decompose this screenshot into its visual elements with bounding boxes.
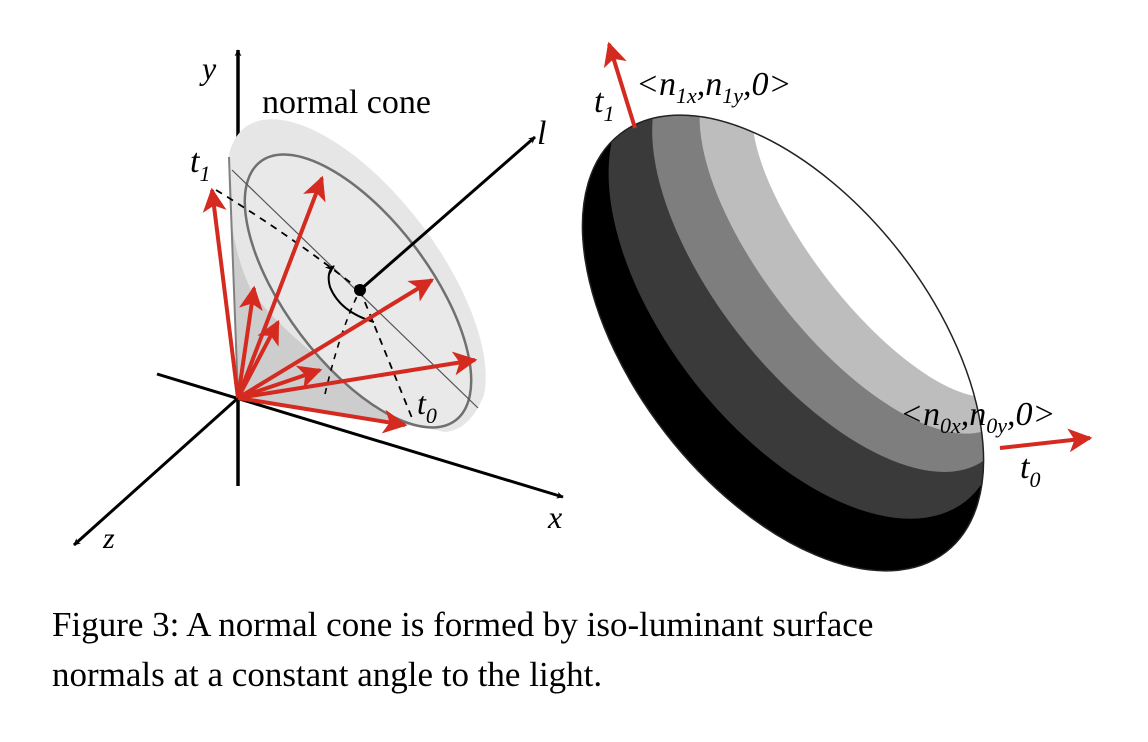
rotation-arrow [324,265,375,323]
normal-vector [237,351,478,400]
normal-vector [236,278,435,400]
x-axis [156,372,564,499]
normal-vectors [202,175,478,434]
normal-vector [236,285,263,399]
l-axis [359,135,536,292]
caption-line-2: normals at a constant angle to the light… [52,655,603,694]
cone-side-edge [228,156,239,399]
cone-label: normal cone [262,84,431,121]
t1-label-right: t1 [594,83,614,126]
ellipsoid-outline [581,114,985,572]
cone-shadow [228,160,420,427]
normal-vector [237,365,323,400]
n0-label: <n0x,n0y,0> [900,396,1055,438]
t0-vector [999,428,1093,453]
normal-vector [236,175,326,399]
cone-dashed-radius-2 [359,289,413,419]
t0-label-right: t0 [1020,449,1040,492]
cone-center-dot [354,284,366,296]
x-axis-label: x [547,499,562,535]
z-axis [72,396,240,547]
normal-cone-panel: normal cone y l x z t1 t0 [72,49,564,555]
y-axis-label: y [199,50,217,86]
n1-label: <n1x,n1y,0> [636,66,791,108]
normal-vector [236,319,280,399]
t1-vector [603,41,637,129]
caption-line-1: Figure 3: A normal cone is formed by iso… [52,605,874,644]
t1-label-left: t1 [190,143,210,186]
ellipsoid [503,43,1063,643]
t0-label-left: t0 [417,385,437,428]
figure-caption: Figure 3: A normal cone is formed by iso… [52,600,1112,700]
normal-vector [237,396,408,434]
z-axis-label: z [102,522,115,555]
shaded-ellipsoid-panel: t1 <n1x,n1y,0> <n0x,n0y,0> t0 [503,41,1093,643]
normal-vector [202,187,240,399]
l-axis-label: l [537,115,546,152]
